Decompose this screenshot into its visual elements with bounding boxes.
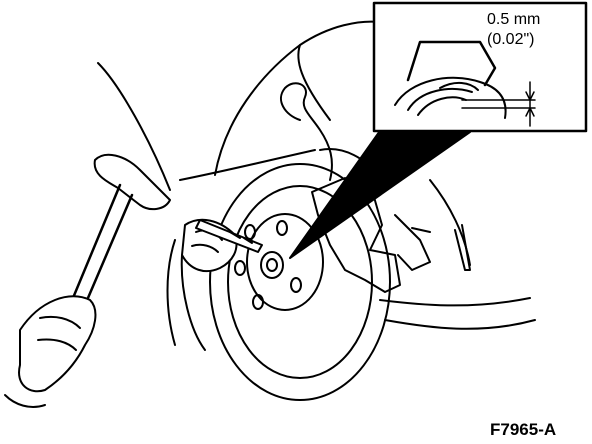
hammer bbox=[66, 153, 171, 314]
fender-outline bbox=[97, 20, 471, 266]
chisel bbox=[195, 219, 263, 253]
suspension-arm bbox=[379, 224, 536, 330]
lug-studs bbox=[234, 220, 302, 310]
brake-hose bbox=[280, 82, 333, 181]
hub-center bbox=[260, 251, 284, 279]
callout-pointer bbox=[289, 127, 471, 259]
figure-id: F7965-A bbox=[490, 420, 557, 439]
dimension-label-mm: 0.5 mm bbox=[487, 11, 541, 28]
dimension-label-inches: (0.02") bbox=[487, 31, 535, 48]
left-hand bbox=[4, 295, 97, 408]
callout-box bbox=[372, 1, 588, 133]
brake-rotor bbox=[209, 163, 391, 401]
